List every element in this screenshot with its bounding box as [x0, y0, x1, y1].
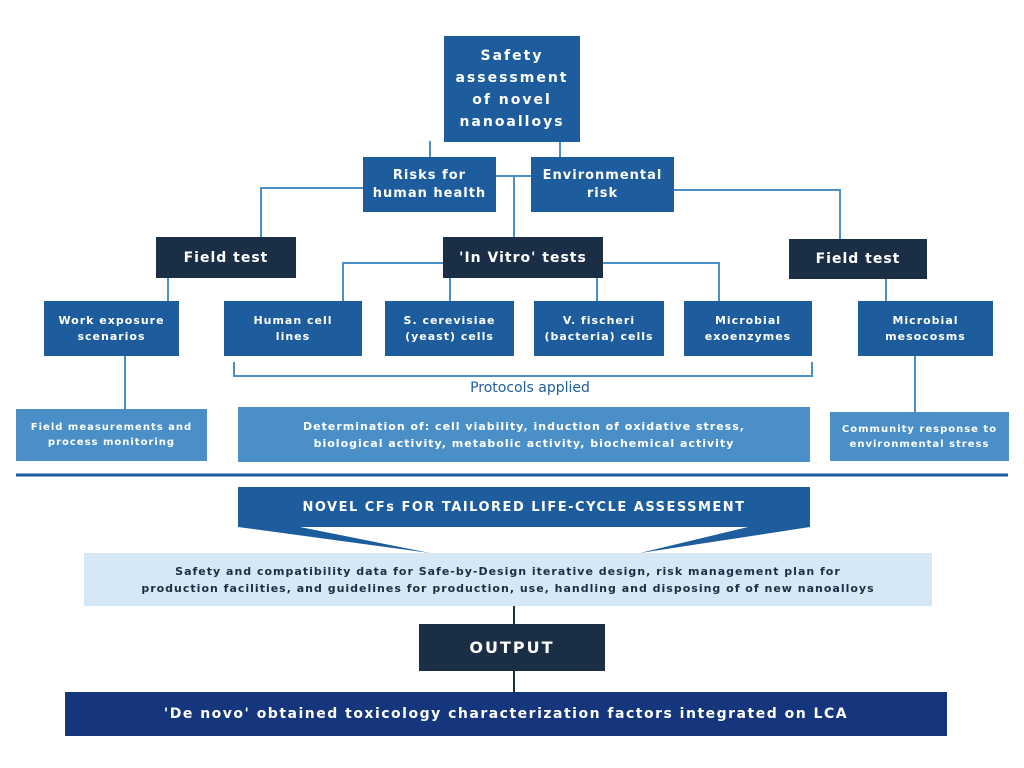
- field-test-left-box: Field test: [156, 237, 296, 278]
- output-box: OUTPUT: [419, 624, 605, 671]
- microbial-exoenzymes-box: Microbial exoenzymes: [684, 301, 812, 356]
- environmental-risk-label: Environmental risk: [542, 167, 663, 201]
- determination-label: Determination of: cell viability, induct…: [303, 419, 745, 450]
- novel-cfs-label: NOVEL CFs FOR TAILORED LIFE-CYCLE ASSESS…: [302, 499, 746, 515]
- bacteria-cells-box: V. fischeri (bacteria) cells: [534, 301, 664, 356]
- safety-assessment-title: Safety assessment of novel nanoalloys: [455, 48, 569, 130]
- determination-box: Determination of: cell viability, induct…: [238, 407, 810, 462]
- final-result-box: 'De novo' obtained toxicology characteri…: [65, 692, 947, 736]
- bacteria-cells-label: V. fischeri (bacteria) cells: [544, 313, 654, 343]
- environmental-risk-box: Environmental risk: [531, 157, 674, 212]
- work-exposure-box: Work exposure scenarios: [44, 301, 179, 356]
- community-response-label: Community response to environmental stre…: [841, 423, 998, 450]
- risks-human-health-label: Risks for human health: [372, 167, 487, 201]
- field-measurements-label: Field measurements and process monitorin…: [30, 422, 193, 448]
- in-vitro-tests-box: 'In Vitro' tests: [443, 237, 603, 278]
- work-exposure-label: Work exposure scenarios: [58, 313, 165, 343]
- in-vitro-tests-label: 'In Vitro' tests: [459, 249, 587, 266]
- field-measurements-box: Field measurements and process monitorin…: [16, 409, 207, 461]
- output-label: OUTPUT: [469, 638, 555, 657]
- safety-data-label: Safety and compatibility data for Safe-b…: [141, 564, 875, 595]
- novel-cfs-banner: NOVEL CFs FOR TAILORED LIFE-CYCLE ASSESS…: [238, 487, 810, 527]
- yeast-cells-label: S. cerevisiae (yeast) cells: [403, 313, 496, 343]
- field-test-left-label: Field test: [183, 249, 269, 266]
- field-test-right-label: Field test: [815, 251, 901, 267]
- community-response-box: Community response to environmental stre…: [830, 412, 1009, 461]
- safety-data-box: Safety and compatibility data for Safe-b…: [84, 553, 932, 606]
- final-result-label: 'De novo' obtained toxicology characteri…: [163, 706, 849, 722]
- risks-human-health-box: Risks for human health: [363, 157, 496, 212]
- protocols-applied-label: Protocols applied: [470, 380, 590, 396]
- safety-assessment-box: Safety assessment of novel nanoalloys: [444, 36, 580, 142]
- human-cell-lines-box: Human cell lines: [224, 301, 362, 356]
- field-test-right-box: Field test: [789, 239, 927, 279]
- yeast-cells-box: S. cerevisiae (yeast) cells: [385, 301, 514, 356]
- human-cell-lines-label: Human cell lines: [253, 313, 333, 343]
- microbial-mesocosms-label: Microbial mesocosms: [885, 313, 966, 343]
- microbial-mesocosms-box: Microbial mesocosms: [858, 301, 993, 356]
- microbial-exoenzymes-label: Microbial exoenzymes: [704, 313, 792, 343]
